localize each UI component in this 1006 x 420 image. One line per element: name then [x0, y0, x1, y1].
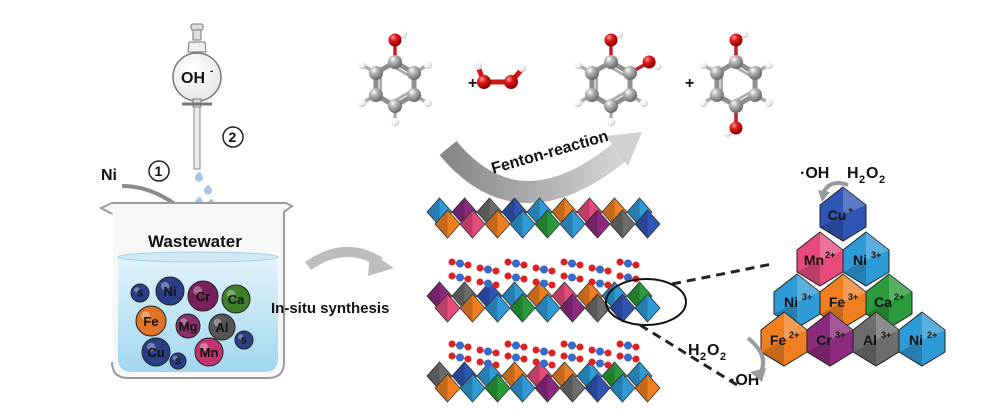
- step-2-label: 2: [229, 129, 237, 145]
- highlight-ellipse: [605, 278, 687, 326]
- ion-label: Fe: [143, 314, 158, 329]
- ion-label: Cu: [147, 345, 164, 360]
- ion-s: S: [169, 352, 187, 370]
- hydroxide-layer: [426, 281, 661, 323]
- ion-label: S: [175, 357, 181, 367]
- zoom-line-top: [671, 262, 773, 286]
- octahedron-ni: Ni 2+: [898, 311, 946, 367]
- svg-text:2: 2: [859, 174, 865, 186]
- cation-charge: 3+: [802, 292, 812, 302]
- interlayer-anions: [448, 340, 640, 357]
- ion-mg: Mg: [175, 313, 201, 339]
- ion-label: S: [241, 336, 247, 346]
- svg-text:O: O: [866, 165, 878, 182]
- cation-label: Ni: [784, 294, 798, 310]
- hydroquinone-molecule: [699, 31, 773, 137]
- cation-charge: 3+: [835, 330, 845, 340]
- beaker-title: Wastewater: [148, 232, 242, 251]
- ion-label: Mn: [200, 345, 219, 360]
- synthesis-label: In-situ synthesis: [271, 300, 389, 317]
- hydrogen-peroxide-molecule: [474, 62, 526, 89]
- cation-label: Ca: [874, 294, 892, 310]
- ion-label: Ni: [164, 284, 177, 299]
- svg-text:2: 2: [700, 351, 706, 363]
- funnel-oh-charge: -: [210, 66, 213, 77]
- plus-sign-2: +: [685, 75, 694, 92]
- svg-text:O: O: [707, 342, 719, 359]
- ion-label: Cr: [196, 289, 210, 304]
- ldh-layered-structure: [426, 197, 661, 403]
- funnel-oh-label: OH: [181, 70, 205, 87]
- svg-text:H: H: [847, 165, 859, 182]
- cation-charge: 3+: [848, 292, 858, 302]
- dropping-funnel: OH -: [172, 23, 222, 170]
- step-2-marker: 2: [222, 126, 244, 148]
- cation-charge: 2+: [789, 330, 799, 340]
- bottom-oh-radical: ·OH: [730, 372, 759, 389]
- ion-label: S: [137, 289, 143, 299]
- svg-text:H: H: [688, 342, 700, 359]
- cation-label: Al: [863, 332, 877, 348]
- bottom-h2o2: H 2 O 2: [688, 342, 726, 363]
- catechol-molecule: [574, 31, 662, 126]
- cation-charge: 3+: [881, 330, 891, 340]
- ion-fe: Fe: [135, 305, 167, 337]
- cation-charge: 3+: [871, 250, 881, 260]
- plus-sign-1: +: [468, 75, 477, 92]
- cation-label: Ni: [909, 332, 923, 348]
- cation-charge: 2+: [825, 250, 835, 260]
- ion-ca: Ca: [221, 284, 251, 314]
- ion-label: Ca: [228, 292, 245, 307]
- fenton-reaction-arrow: [439, 132, 642, 203]
- cation-charge: +: [848, 205, 853, 215]
- top-oh-radical: ·OH: [800, 165, 829, 182]
- ion-ni: Ni: [155, 276, 185, 306]
- top-h2o2: H 2 O 2: [847, 165, 885, 186]
- phenol-molecule: [358, 31, 432, 126]
- zoom-line-bottom: [639, 323, 743, 390]
- cation-label: Mn: [804, 252, 824, 268]
- cation-label: Cu: [828, 207, 847, 223]
- octahedron-cu: Cu+: [819, 186, 867, 242]
- ion-label: Al: [216, 320, 229, 335]
- interlayer-anions: [448, 272, 640, 289]
- hydroxide-layer: [426, 197, 661, 239]
- ion-al: Al: [208, 313, 236, 341]
- ion-mn: Mn: [194, 337, 224, 367]
- cation-charge: 2+: [894, 292, 904, 302]
- octahedron-ni: Ni 3+: [842, 231, 890, 287]
- ion-cr: Cr: [187, 280, 219, 312]
- cation-label: Fe: [829, 294, 846, 310]
- svg-text:2: 2: [720, 351, 726, 363]
- interlayer-anions: [448, 352, 640, 369]
- ion-s: S: [130, 283, 150, 303]
- step-1-label: 1: [155, 163, 163, 179]
- svg-text:2: 2: [879, 174, 885, 186]
- cation-charge: 2+: [927, 330, 937, 340]
- step-1-marker: 1: [148, 160, 170, 182]
- hydroxide-layer: [426, 361, 661, 403]
- ion-s: S: [234, 330, 254, 350]
- cation-label: Ni: [853, 252, 867, 268]
- interlayer-anions: [448, 258, 640, 275]
- cation-label: Fe: [770, 332, 787, 348]
- cation-label: Cr: [816, 332, 832, 348]
- ni-input-label: Ni: [101, 167, 117, 184]
- octahedron-al: Al 3+: [852, 311, 900, 367]
- ion-label: Mg: [179, 319, 198, 334]
- ion-cu: Cu: [141, 337, 171, 367]
